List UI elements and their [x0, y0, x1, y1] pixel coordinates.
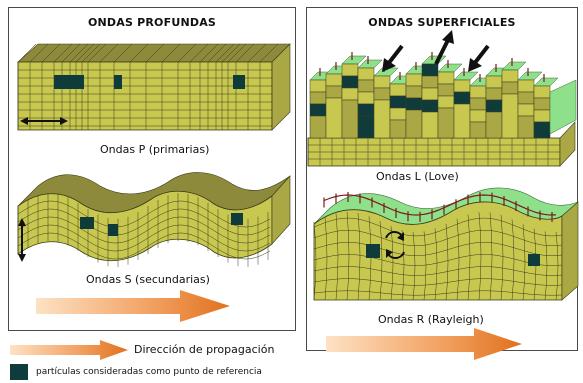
legend-particles-label: partículas consideradas como punto de re… [36, 367, 262, 377]
l-wave-caption: Ondas L (Love) [376, 170, 459, 183]
p-wave-caption: Ondas P (primarias) [100, 143, 210, 156]
legend-particle-swatch [10, 364, 28, 380]
panel-title-profundas: ONDAS PROFUNDAS [87, 16, 217, 29]
l-motion-arrows [382, 30, 490, 72]
s-motion-arrow [18, 218, 26, 262]
p-motion-arrow [20, 117, 68, 125]
r-rotation-icon [385, 231, 405, 259]
panel-title-superficiales: ONDAS SUPERFICIALES [368, 16, 516, 29]
s-wave-caption: Ondas S (secundarias) [86, 273, 210, 286]
legend-direction-label: Dirección de propagación [134, 343, 275, 356]
r-wave-caption: Ondas R (Rayleigh) [378, 313, 484, 326]
